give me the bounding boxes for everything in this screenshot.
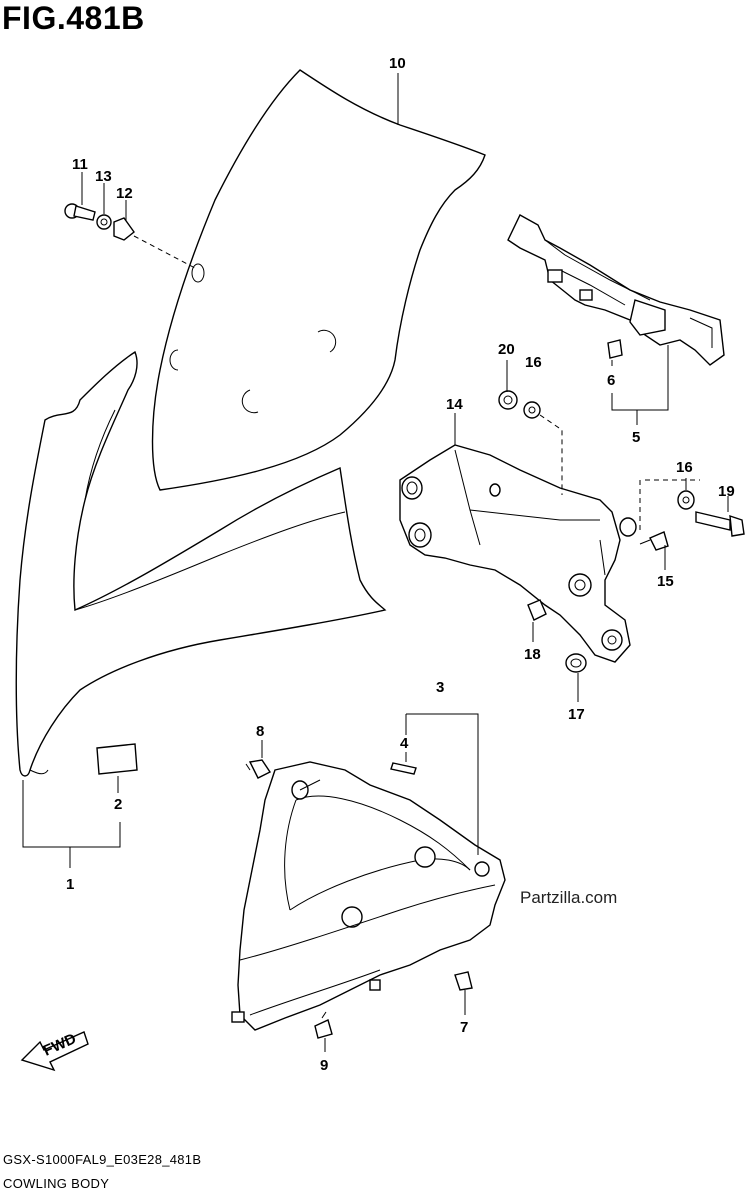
grommet-part-17[interactable] xyxy=(565,653,587,673)
screw-part-8[interactable] xyxy=(245,759,272,779)
callout-6[interactable]: 6 xyxy=(607,372,615,389)
callout-2[interactable]: 2 xyxy=(114,796,122,813)
washer-part-13[interactable] xyxy=(96,214,112,230)
callout-16-upper[interactable]: 16 xyxy=(525,354,542,371)
callout-3[interactable]: 3 xyxy=(436,679,444,696)
nut-part-18[interactable] xyxy=(527,599,547,621)
callout-1[interactable]: 1 xyxy=(66,876,74,893)
screw-axis-dashline xyxy=(133,235,196,269)
upper-cowling-part-1[interactable] xyxy=(15,350,387,777)
callout-7[interactable]: 7 xyxy=(460,1019,468,1036)
screw-part-11[interactable] xyxy=(64,203,96,221)
right-axis-dashline xyxy=(639,479,700,530)
diagram-code: GSX-S1000FAL9_E03E28_481B xyxy=(3,1152,202,1167)
callout-11[interactable]: 11 xyxy=(72,156,88,173)
watermark-text: Partzilla.com xyxy=(520,888,618,907)
callout-5[interactable]: 5 xyxy=(632,429,640,446)
leader-lines xyxy=(22,73,729,1052)
callout-15[interactable]: 15 xyxy=(657,573,674,590)
callout-19[interactable]: 19 xyxy=(718,483,735,500)
bracket-assembly-part-5[interactable] xyxy=(507,214,725,366)
callout-4[interactable]: 4 xyxy=(400,735,409,752)
inner-cowling-part-3[interactable] xyxy=(231,761,506,1031)
section-name: COWLING BODY xyxy=(3,1176,110,1191)
callout-20[interactable]: 20 xyxy=(498,341,515,358)
forward-direction-arrow: FWD xyxy=(20,1030,89,1072)
callout-numbers: 10 11 13 12 2 1 20 16 6 5 14 16 19 15 18… xyxy=(66,55,735,1074)
clip-part-6[interactable] xyxy=(607,339,623,359)
callout-13[interactable]: 13 xyxy=(95,168,112,185)
callout-10[interactable]: 10 xyxy=(389,55,406,72)
nut-part-7[interactable] xyxy=(454,971,473,991)
nut-part-12[interactable] xyxy=(113,217,135,241)
callout-8[interactable]: 8 xyxy=(256,723,264,740)
label-part-4[interactable] xyxy=(390,762,417,775)
label-part-2[interactable] xyxy=(96,743,138,775)
screw-part-15[interactable] xyxy=(639,531,669,551)
stay-bracket-part-14[interactable] xyxy=(399,444,637,663)
windscreen-part-10[interactable] xyxy=(151,69,486,491)
callout-14[interactable]: 14 xyxy=(446,396,463,413)
callout-9[interactable]: 9 xyxy=(320,1057,328,1074)
washer-part-16-right[interactable] xyxy=(677,490,695,510)
callout-16-right[interactable]: 16 xyxy=(676,459,693,476)
nut-part-20[interactable] xyxy=(498,390,518,410)
washer-part-16-upper[interactable] xyxy=(523,401,541,419)
screw-part-9[interactable] xyxy=(314,1011,333,1039)
figure-title: FIG.481B xyxy=(2,0,145,36)
bolt-part-19[interactable] xyxy=(695,511,745,537)
callout-18[interactable]: 18 xyxy=(524,646,541,663)
callout-17[interactable]: 17 xyxy=(568,706,585,723)
callout-12[interactable]: 12 xyxy=(116,185,133,202)
